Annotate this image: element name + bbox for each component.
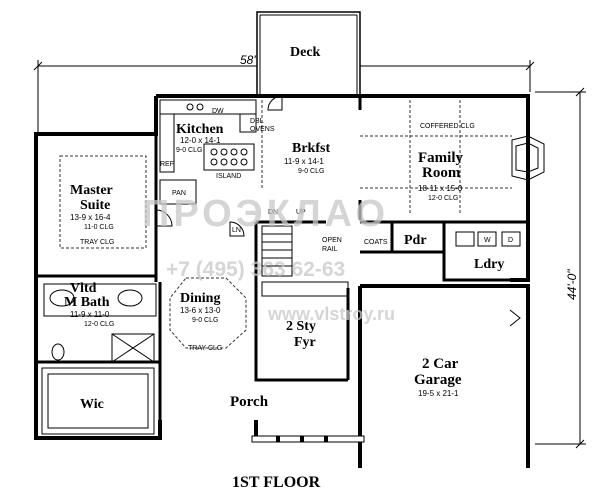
master-ceiling: 11-0 CLG xyxy=(84,224,114,231)
pdr-label: Pdr xyxy=(404,233,427,248)
deck: Deck xyxy=(256,11,361,97)
master-size: 13-9 x 16-4 xyxy=(70,213,111,222)
wic-label: Wic xyxy=(80,397,104,412)
deck-label: Deck xyxy=(290,45,321,60)
pan-label: PAN xyxy=(172,190,186,197)
dining-tray-note: TRAY CLG xyxy=(188,345,222,352)
fireplace xyxy=(511,135,545,181)
interior-walls xyxy=(36,95,528,443)
family-label-line1: Family xyxy=(418,150,463,166)
watermark: ПРОЭКЛАО +7 (495) 363 62-63 www.vlstroy.… xyxy=(142,193,395,324)
garage-size: 19-5 x 21-1 xyxy=(418,389,459,398)
watermark-site: www.vlstroy.ru xyxy=(267,304,395,324)
washer-label: W xyxy=(484,237,491,244)
dbl-ovens-label-line1: DBL xyxy=(250,118,264,125)
kitchen-ceiling: 9-0 CLG xyxy=(176,147,202,154)
vbath-ceiling: 12-0 CLG xyxy=(84,321,114,328)
dw-label: DW xyxy=(212,108,224,115)
family-size: 18-11 x 15-0 xyxy=(418,184,463,193)
dbl-ovens-label-line2: OVENS xyxy=(250,126,275,133)
open-rail-line1: OPEN xyxy=(322,237,342,244)
vbath-label-line1: Vltd xyxy=(70,281,97,296)
brkfst-size: 11-9 x 14-1 xyxy=(284,157,324,166)
ref-label: REF xyxy=(160,161,174,168)
garage-label-line2: Garage xyxy=(414,372,462,388)
brkfst-label: Brkfst xyxy=(292,141,330,156)
up-label: UP xyxy=(296,209,306,216)
porch-label: Porch xyxy=(230,394,269,410)
ln-label: LN xyxy=(232,227,241,234)
family-ceiling: 12-0 CLG xyxy=(428,195,458,202)
brkfst-ceiling: 9-0 CLG xyxy=(298,168,324,175)
master-label-line2: Suite xyxy=(80,198,110,213)
floor-title: 1ST FLOOR xyxy=(232,474,321,491)
dining-size: 13-6 x 13-0 xyxy=(180,306,221,315)
kitchen-label: Kitchen xyxy=(176,122,224,137)
coats-label: COATS xyxy=(364,239,388,246)
master-tray-note: TRAY CLG xyxy=(80,239,114,246)
ldry-label: Ldry xyxy=(474,257,504,272)
dn-label: DN xyxy=(268,209,278,216)
foyer-label-line1: 2 Sty xyxy=(286,319,316,334)
watermark-logo-text: ПРОЭКЛАО xyxy=(142,193,389,235)
vbath-label-line2: M Bath xyxy=(64,295,110,310)
island-label: ISLAND xyxy=(216,173,241,180)
depth-dimension-label: 44'-0" xyxy=(565,269,579,300)
open-rail-line2: RAIL xyxy=(322,246,338,253)
family-label-line2: Room xyxy=(422,165,461,181)
dining-label: Dining xyxy=(180,291,220,306)
master-label-line1: Master xyxy=(70,183,113,198)
foyer-label-line2: Fyr xyxy=(294,335,316,350)
vbath-size: 11-9 x 11-0 xyxy=(70,310,110,319)
watermark-phone: +7 (495) 363 62-63 xyxy=(166,258,345,281)
dining-ceiling: 9-0 CLG xyxy=(192,317,218,324)
dryer-label: D xyxy=(508,237,513,244)
garage-label-line1: 2 Car xyxy=(422,356,459,372)
room-labels: DW DBL OVENS Kitchen 12-0 x 14-1 9-0 CLG… xyxy=(64,108,513,412)
kitchen-size: 12-0 x 14-1 xyxy=(180,136,221,145)
depth-dimension: 44'-0" xyxy=(535,87,586,449)
family-coffered-note: COFFERED CLG xyxy=(420,123,475,130)
